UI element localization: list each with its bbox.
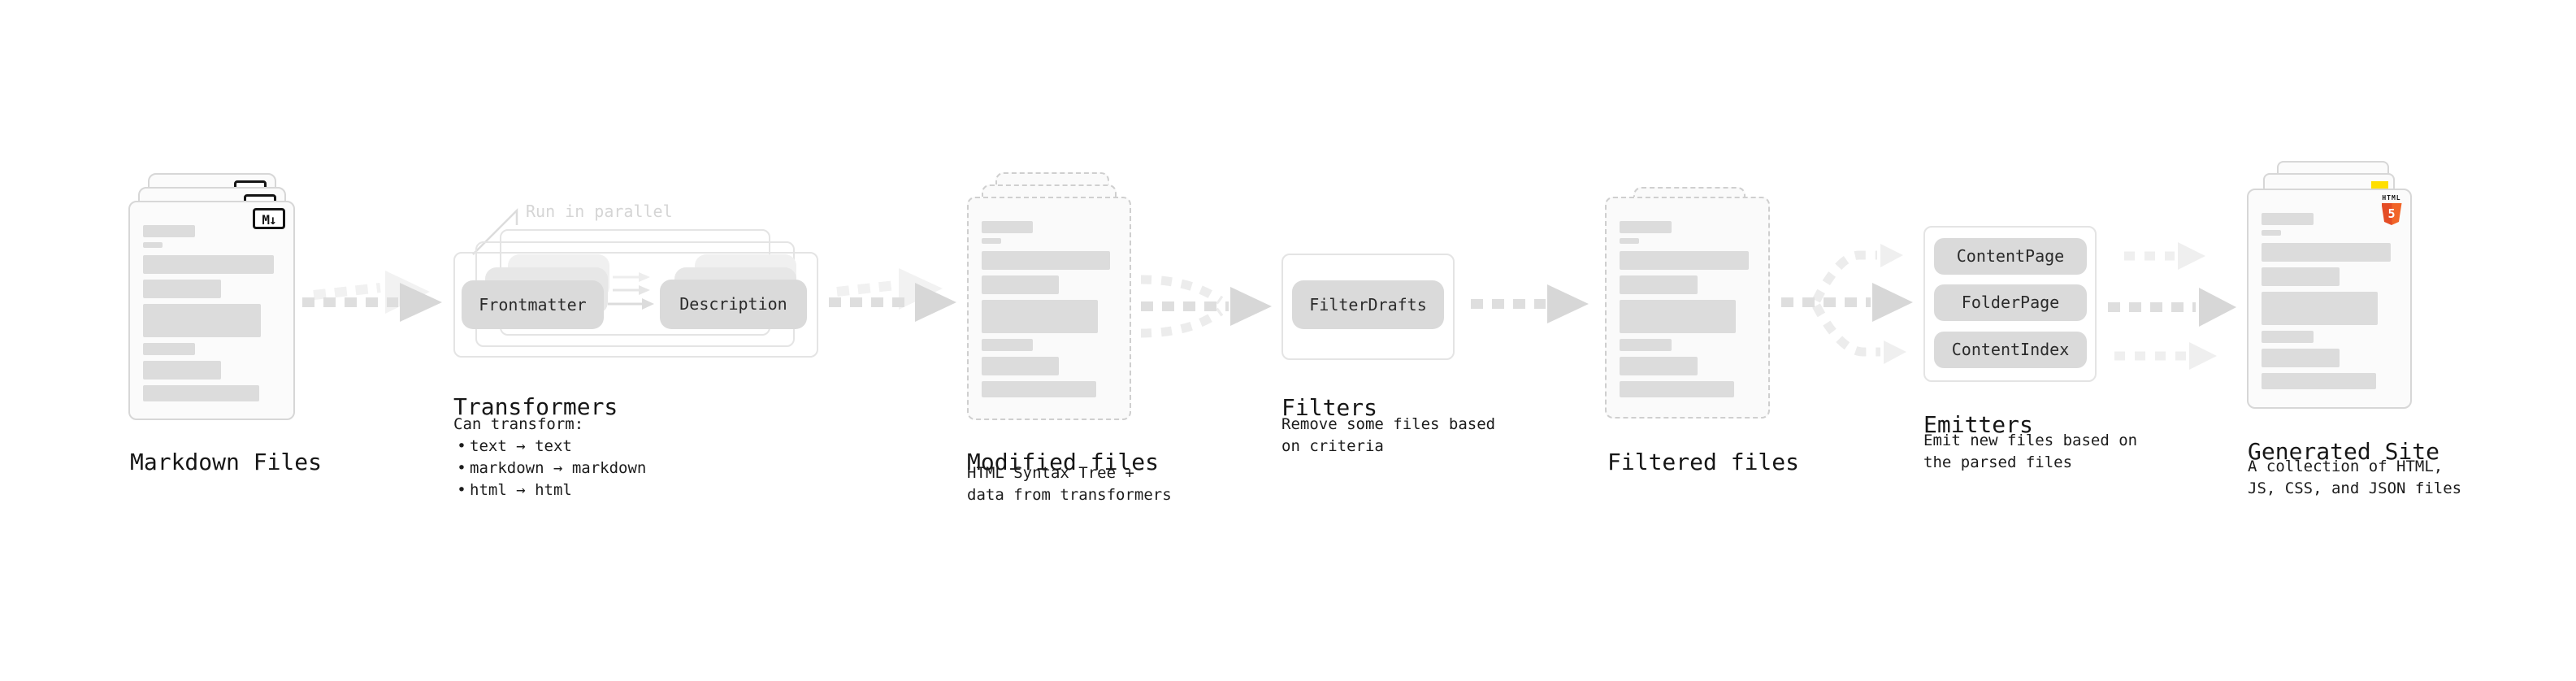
caption-line: A collection of HTML, <box>2248 458 2444 475</box>
doc-text-bar <box>982 221 1034 233</box>
caption-heading: Can transform: <box>453 415 584 433</box>
bullet-marker: • <box>457 459 466 477</box>
doc-text-bar <box>1620 300 1737 333</box>
bullet-marker: • <box>457 481 466 499</box>
html5-badge-text: HTML <box>2382 194 2401 202</box>
modified-files-caption: HTML Syntax Tree + data from transformer… <box>967 462 1172 506</box>
transform-bullet: • text → text <box>453 436 646 458</box>
generated-site-caption: A collection of HTML, JS, CSS, and JSON … <box>2248 456 2461 500</box>
transformers-group-box-front <box>453 252 818 358</box>
doc-text-bar <box>2262 267 2340 286</box>
doc-text-bar <box>982 275 1060 294</box>
caption-line: HTML Syntax Tree + <box>967 464 1134 482</box>
filters-caption: Remove some files based on criteria <box>1281 414 1495 458</box>
doc-text-bar <box>143 361 222 380</box>
caption-line: Emit new files based on <box>1923 432 2138 449</box>
doc-text-bar <box>982 357 1060 375</box>
html5-icon: HTML 5 <box>2381 194 2402 225</box>
doc-text-bar <box>1620 221 1672 233</box>
bullet-text: html → html <box>470 481 572 499</box>
doc-text-bar <box>982 339 1034 351</box>
emitter-node-folderpage: FolderPage <box>1934 284 2087 321</box>
caption-line: the parsed files <box>1923 453 2073 471</box>
html5-badge-shield: 5 <box>2381 203 2402 225</box>
doc-text-bar <box>143 343 196 355</box>
doc-text-bar <box>2262 243 2392 262</box>
arrow-markdown-to-transformers <box>302 271 442 322</box>
caption-line: on criteria <box>1281 437 1384 455</box>
stage-title-emitters: Emitters <box>1923 411 2033 439</box>
transform-bullet: • html → html <box>453 479 646 501</box>
bullet-marker: • <box>457 437 466 455</box>
emitters-caption: Emit new files based on the parsed files <box>1923 430 2137 474</box>
doc-text-bar <box>1620 339 1672 351</box>
caption-line: data from transformers <box>967 486 1172 504</box>
doc-text-bar <box>982 238 1001 244</box>
doc-text-bar <box>2262 292 2379 325</box>
doc-text-bar <box>143 304 261 337</box>
arrow-filtered-to-emitters-diverge <box>1781 244 1913 364</box>
arrow-transformers-to-modified <box>829 268 956 322</box>
arrow-modified-to-filters-converge <box>1140 275 1272 338</box>
transformer-node-description: Description <box>660 280 807 329</box>
doc-text-bar <box>1620 251 1750 270</box>
transform-bullet: • markdown → markdown <box>453 458 646 479</box>
emitter-node-contentindex: ContentIndex <box>1934 332 2087 368</box>
doc-text-bar <box>1620 381 1735 397</box>
doc-text-bar <box>2262 331 2314 343</box>
bullet-text: text → text <box>470 437 572 455</box>
filtered-doc-card-front <box>1605 197 1770 419</box>
caption-line: JS, CSS, and JSON files <box>2248 479 2462 497</box>
arrow-filters-to-filtered <box>1471 284 1589 323</box>
stage-title-modified-files: Modified files <box>967 449 1160 476</box>
doc-text-bar <box>143 255 274 274</box>
emitter-node-contentpage: ContentPage <box>1934 238 2087 275</box>
doc-text-bar <box>2262 349 2340 367</box>
doc-text-bar <box>1620 357 1698 375</box>
transformers-caption: Can transform: • text → text • markdown … <box>453 414 646 501</box>
doc-text-bar <box>982 381 1096 397</box>
doc-text-bar <box>2262 213 2314 225</box>
doc-text-bar <box>143 242 163 248</box>
doc-text-bar <box>1620 238 1639 244</box>
markdown-icon: M↓ <box>253 208 285 229</box>
doc-text-bar <box>2262 373 2377 389</box>
filter-node-filterdrafts: FilterDrafts <box>1292 280 1444 329</box>
modified-doc-card-front <box>967 197 1131 420</box>
doc-text-bar <box>2262 230 2281 236</box>
run-in-parallel-annotation: Run in parallel <box>526 202 673 221</box>
stage-title-generated-site: Generated Site <box>2248 438 2440 466</box>
site-doc-card-front: HTML 5 <box>2247 189 2412 409</box>
arrow-emitters-to-site-top <box>2124 242 2205 270</box>
markdown-doc-card-front: M↓ <box>128 201 295 420</box>
doc-text-bar <box>143 225 196 237</box>
stage-title-filtered-files: Filtered files <box>1607 449 1800 476</box>
doc-text-bar <box>982 300 1098 333</box>
doc-text-bar <box>143 280 222 298</box>
stage-title-filters: Filters <box>1281 394 1378 422</box>
arrow-emitters-to-site-middle <box>2108 288 2236 327</box>
js-file-icon <box>2371 181 2388 189</box>
doc-text-bar <box>143 385 259 401</box>
doc-text-bar <box>1620 275 1698 294</box>
arrow-emitters-to-site-bottom <box>2114 342 2217 370</box>
stage-title-transformers: Transformers <box>453 393 618 421</box>
transformer-node-frontmatter: Frontmatter <box>462 280 604 329</box>
bullet-text: markdown → markdown <box>470 459 647 477</box>
caption-line: Remove some files based <box>1281 415 1496 433</box>
doc-text-bar <box>982 251 1111 270</box>
stage-title-markdown-files: Markdown Files <box>130 449 323 476</box>
